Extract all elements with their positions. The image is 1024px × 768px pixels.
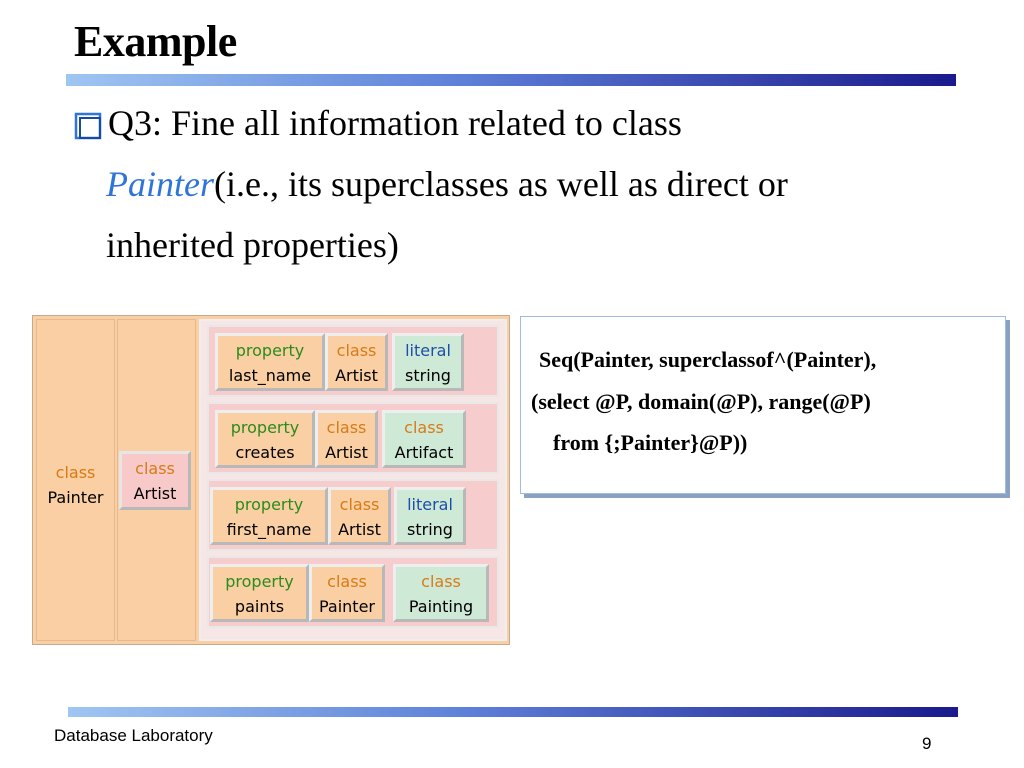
cell-value: Artist [338,520,381,539]
property-row: property creates class Artist class Arti… [207,402,499,474]
property-area: property last_name class Artist literal … [199,319,507,641]
property-cell: property creates [215,410,315,468]
cell-value: Painter [318,597,375,616]
query-box: Seq(Painter, superclassof^(Painter), (se… [520,316,1006,494]
range-cell: literal string [392,333,464,391]
slide-title: Example [74,17,237,66]
cell-value: Artist [325,443,368,462]
property-cell: property paints [210,564,309,622]
painter-node: class Painter [37,460,114,510]
question-line-3: inherited properties) [106,225,399,265]
cell-value: string [407,520,453,539]
cell-keyword: class [421,572,461,591]
query-line-1: Seq(Painter, superclassof^(Painter), [539,347,877,372]
question-line-2: Painter(i.e., its superclasses as well a… [106,163,788,205]
cell-value: last_name [228,366,312,385]
cell-value: Artifact [394,443,454,462]
domain-cell: class Artist [325,333,388,391]
title-divider [66,74,956,86]
cell-keyword: literal [405,341,451,360]
domain-cell: class Painter [309,564,385,622]
cell-keyword: literal [407,495,453,514]
footer-divider [68,707,958,717]
painter-kind: class [55,463,96,482]
property-cell: property last_name [215,333,325,391]
query-line-2: (select @P, domain(@P), range(@P) [531,389,871,414]
painter-column: class Painter [36,319,115,641]
cell-value: paints [234,597,285,616]
cell-value: Painting [408,597,474,616]
class-name-painter: Painter [106,164,214,204]
cell-value: creates [235,443,295,462]
domain-cell: class Artist [328,487,391,545]
cell-keyword: property [225,572,294,591]
property-row: property last_name class Artist literal … [207,325,499,397]
cell-value: string [405,366,451,385]
cell-keyword: property [230,418,300,437]
cell-keyword: class [339,495,380,514]
painter-name: Painter [47,488,104,507]
cell-keyword: property [234,495,304,514]
cell-keyword: class [336,341,377,360]
question-line-1: Q3: Fine all information related to clas… [108,103,682,143]
property-cell: property first_name [210,487,328,545]
domain-cell: class Artist [315,410,378,468]
footer-label: Database Laboratory [54,726,213,745]
cell-keyword: property [235,341,305,360]
artist-node: class Artist [119,451,191,510]
query-line-3: from {;Painter}@P)) [553,430,748,455]
range-cell: class Painting [393,564,489,622]
range-cell: class Artifact [382,410,466,468]
question-line-2-rest: (i.e., its superclasses as well as direc… [213,164,788,204]
cell-keyword: class [326,418,367,437]
property-row: property paints class Painter class Pain… [207,556,499,628]
cell-keyword: class [404,418,444,437]
page-number: 9 [922,734,932,753]
cell-value: first_name [226,520,312,539]
artist-kind: class [135,459,175,478]
range-cell: literal string [394,487,466,545]
property-row: property first_name class Artist literal… [207,479,499,551]
checkbox-bullet-icon [74,112,102,140]
cell-keyword: class [327,572,367,591]
artist-name: Artist [133,484,177,503]
class-hierarchy-diagram: class Painter class Artist property last… [32,315,510,645]
cell-value: Artist [335,366,378,385]
